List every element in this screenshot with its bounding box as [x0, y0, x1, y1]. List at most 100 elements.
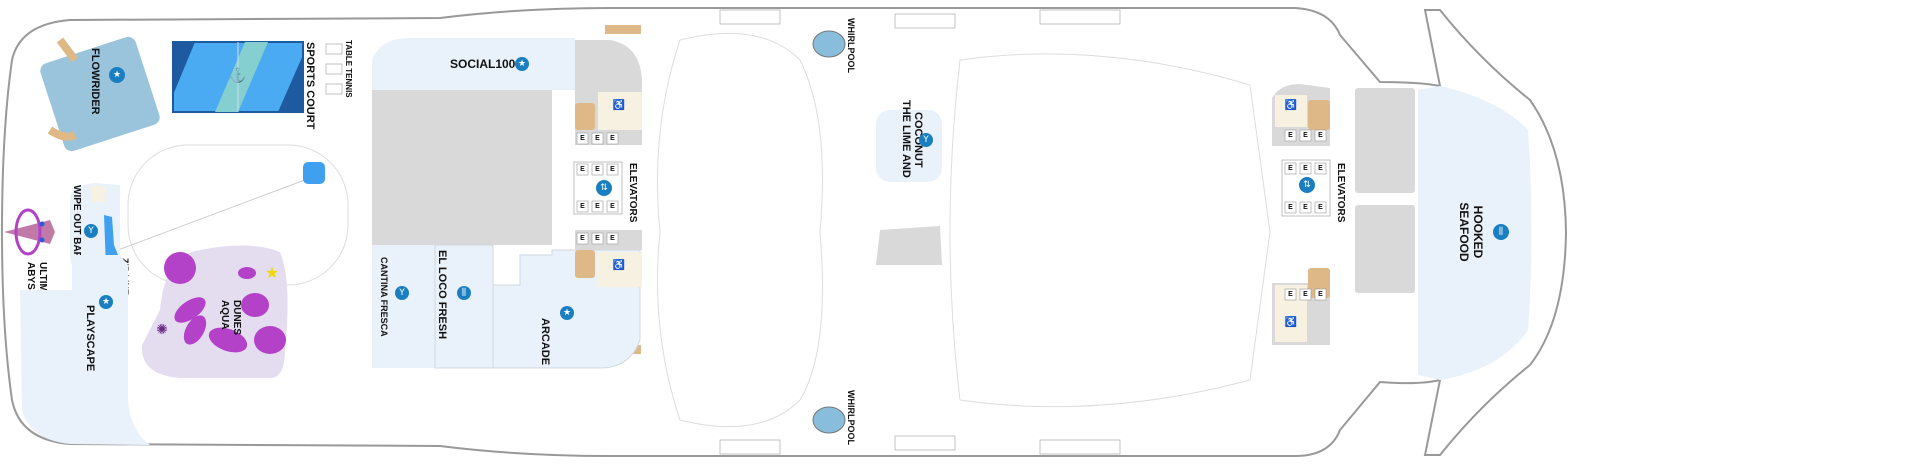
table-tennis-tables[interactable]: [325, 43, 343, 95]
playscape-label: PLAYSCAPE: [84, 305, 96, 371]
aft-elevators[interactable]: E E E E E E E E E E E E: [1281, 129, 1331, 301]
hooked-seafood-text-2: SEAFOOD: [1457, 202, 1471, 262]
svg-text:ABYSS: ABYSS: [25, 262, 36, 297]
elevators-aft-label: ELEVATORS: [1335, 163, 1346, 223]
svg-text:E: E: [595, 135, 600, 142]
aqua-dunes-feature: [183, 315, 207, 345]
loungers: [719, 9, 1121, 455]
service-area: [1355, 88, 1415, 193]
stairs: [605, 25, 641, 34]
sports-court-corner: [173, 42, 303, 112]
accessible-icon: ♿: [1285, 98, 1297, 111]
bar-icon[interactable]: Y: [919, 133, 933, 147]
svg-text:E: E: [580, 203, 585, 210]
elevator-icon: ⇅: [596, 180, 612, 196]
playscape-area[interactable]: [20, 255, 150, 445]
whirlpool-top[interactable]: [812, 30, 846, 58]
octopus-icon: ✺: [156, 321, 168, 337]
aqua-dunes-feature: [238, 267, 256, 279]
restroom-fwd-bottom[interactable]: [598, 252, 642, 287]
svg-text:Y: Y: [398, 288, 405, 298]
hooked-seafood-text-1: HOOKED: [1471, 206, 1485, 259]
hooked-seafood-label: HOOKED SEAFOOD: [1457, 202, 1485, 262]
el-loco-fresh-label: EL LOCO FRESH: [436, 250, 448, 339]
aqua-dunes-feature: [241, 293, 269, 317]
whirlpool-bottom-label: WHIRLPOOL: [846, 390, 856, 445]
restroom-fwd-top[interactable]: [598, 92, 642, 130]
svg-text:Y: Y: [87, 226, 94, 236]
svg-text:E: E: [580, 135, 585, 142]
svg-text:E: E: [1318, 291, 1323, 298]
svg-text:E: E: [1303, 204, 1308, 211]
svg-text:E: E: [595, 166, 600, 173]
svg-text:E: E: [1303, 291, 1308, 298]
svg-text:★: ★: [113, 70, 121, 80]
deck-path: [47, 37, 79, 141]
svg-text:E: E: [1318, 204, 1323, 211]
svg-text:E: E: [610, 135, 615, 142]
activity-icon[interactable]: ★: [560, 306, 574, 320]
svg-text:E: E: [610, 166, 615, 173]
svg-text:⇅: ⇅: [1303, 180, 1311, 190]
cantina-fresca-area[interactable]: [372, 245, 435, 368]
svg-text:E: E: [610, 203, 615, 210]
accessible-icon: ♿: [613, 98, 625, 111]
cantina-fresca-label: CANTINA FRESCA: [379, 257, 389, 337]
svg-text:DUNES: DUNES: [231, 300, 242, 335]
svg-text:★: ★: [518, 59, 526, 69]
social100-label: SOCIAL100: [450, 57, 516, 71]
svg-text:E: E: [595, 235, 600, 242]
svg-text:★: ★: [102, 297, 110, 307]
svg-text:E: E: [1288, 132, 1293, 139]
flowrider-label: FLOWRIDER: [89, 48, 101, 115]
svg-text:E: E: [1303, 165, 1308, 172]
svg-text:E: E: [1318, 165, 1323, 172]
svg-text:ULTIMATE: ULTIMATE: [37, 262, 48, 311]
accessible-icon: ♿: [613, 258, 625, 271]
activity-icon[interactable]: ★: [99, 295, 113, 309]
stairs: [575, 103, 595, 130]
svg-text:E: E: [1318, 132, 1323, 139]
royal-caribbean-logo-icon: ⚓: [229, 67, 246, 84]
activity-icon[interactable]: ★: [109, 67, 125, 83]
starfish-icon: ★: [265, 265, 279, 282]
svg-text:⫼: ⫼: [462, 287, 466, 298]
pool-deck-outline: [949, 53, 1271, 408]
svg-text:E: E: [610, 235, 615, 242]
stairs: [1308, 100, 1330, 130]
svg-text:E: E: [1288, 204, 1293, 211]
stairs: [575, 250, 595, 278]
bar-icon[interactable]: Y: [84, 224, 98, 238]
aqua-dunes-feature: [208, 327, 248, 353]
aqua-dunes-label: AQUA DUNES: [219, 300, 242, 335]
whirlpool-bottom[interactable]: [812, 406, 846, 434]
wipe-out-bar-label: WIPE OUT BAR: [71, 185, 82, 260]
social100-area[interactable]: [372, 38, 575, 90]
svg-text:E: E: [1288, 165, 1293, 172]
restroom-aft-top[interactable]: [1275, 95, 1307, 127]
zip-line-platform[interactable]: [303, 162, 325, 184]
ultimate-abyss-slide[interactable]: [4, 208, 55, 256]
activity-icon[interactable]: ★: [515, 57, 529, 71]
hooked-seafood-area[interactable]: [1418, 86, 1532, 380]
lime-and-coconut-area[interactable]: [876, 110, 942, 182]
elevator-icon: ⇅: [1299, 177, 1315, 193]
svg-text:⫼: ⫼: [1499, 226, 1503, 237]
ultimate-abyss-label: ULTIMATE ABYSS: [25, 262, 48, 311]
bar-icon[interactable]: Y: [395, 286, 409, 300]
sports-court-label: SPORTS COURT: [304, 42, 316, 130]
elevators-fwd-label: ELEVATORS: [627, 163, 638, 223]
service-area: [1355, 205, 1415, 293]
zip-line-cable: [117, 177, 311, 251]
svg-text:THE LIME AND: THE LIME AND: [900, 100, 912, 178]
el-loco-fresh-area[interactable]: [434, 244, 494, 369]
service-area: [372, 90, 552, 245]
aqua-dunes-feature: [164, 252, 196, 284]
whirlpool-top-label: WHIRLPOOL: [846, 18, 856, 73]
flowrider-pool[interactable]: [38, 35, 162, 153]
svg-text:E: E: [1288, 291, 1293, 298]
dining-icon[interactable]: ⫼: [457, 286, 471, 300]
aqua-dunes-feature: [174, 297, 206, 323]
dining-icon[interactable]: ⫼: [1493, 224, 1509, 240]
